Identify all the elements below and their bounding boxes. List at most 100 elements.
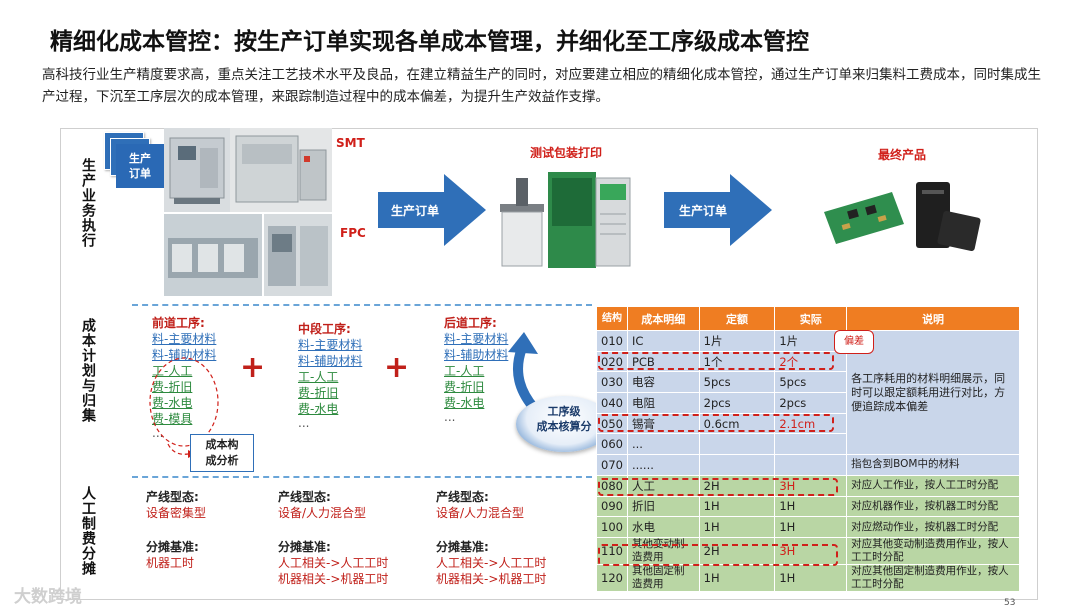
fpc-machine-photo xyxy=(264,214,332,296)
smt-line-photo xyxy=(230,128,332,212)
deviation-highlight-solder xyxy=(598,414,834,432)
column-header-actual: 实际 xyxy=(775,307,847,331)
battery-pack-photo xyxy=(910,174,990,262)
cell-quota: 1片 xyxy=(699,331,775,352)
process-back-item: ... xyxy=(444,410,455,424)
cell-quota: 1H xyxy=(699,517,775,538)
cell-item: ... xyxy=(627,434,699,455)
laser-marking-machine-photo xyxy=(490,158,638,276)
table-row: 070 ...... 指包含到BOM中的材料 xyxy=(597,455,1020,476)
process-front-item: 料-主要材料 xyxy=(152,330,216,347)
cell-item: 水电 xyxy=(627,517,699,538)
column-header-note: 说明 xyxy=(847,307,1020,331)
cell-quota: 1H xyxy=(699,496,775,517)
arrow-2-label: 生产订单 xyxy=(668,202,738,219)
allocation-basis-value: 机器相关->机器工时 xyxy=(436,570,546,587)
deviation-highlight-pcb xyxy=(598,352,834,370)
deviation-highlight-variable-overhead xyxy=(598,544,838,566)
cell-actual: 5pcs xyxy=(775,372,847,393)
labor-type-heading: 产线型态: xyxy=(436,488,489,505)
process-middle-item: 工-人工 xyxy=(298,368,338,385)
process-middle-item: 费-折旧 xyxy=(298,384,338,401)
allocation-basis-value: 机器相关->机器工时 xyxy=(278,570,388,587)
column-header-structure: 结构 xyxy=(597,307,628,331)
process-middle-item: 费-水电 xyxy=(298,400,338,417)
allocation-basis-heading: 分摊基准: xyxy=(146,538,199,555)
process-back-item: 料-辅助材料 xyxy=(444,346,508,363)
process-middle-item: ... xyxy=(298,416,309,430)
cell-code: 100 xyxy=(597,517,628,538)
cell-item: 电阻 xyxy=(627,393,699,414)
cell-code: 090 xyxy=(597,496,628,517)
cell-code: 060 xyxy=(597,434,628,455)
allocation-basis-value: 机器工时 xyxy=(146,554,194,571)
final-product-label: 最终产品 xyxy=(878,146,926,163)
cell-item: 其他固定制造费用 xyxy=(627,564,699,591)
process-middle-title: 中段工序: xyxy=(298,320,351,337)
cell-code: 010 xyxy=(597,331,628,352)
labor-type-value: 设备密集型 xyxy=(146,504,206,521)
cell-actual: 1H xyxy=(775,496,847,517)
deviation-callout: 偏差 xyxy=(834,330,874,354)
row-label-cost-plan: 成本计划与归集 xyxy=(80,318,96,438)
allocation-basis-value: 人工相关->人工工时 xyxy=(436,554,546,571)
row-label-labor-allocation: 人工制费分摊 xyxy=(80,486,96,586)
labor-type-value: 设备/人力混合型 xyxy=(278,504,366,521)
page-subtitle: 高科技行业生产精度要求高，重点关注工艺技术水平及良品，在建立精益生产的同时，对应… xyxy=(42,64,1052,108)
process-back-item: 料-主要材料 xyxy=(444,330,508,347)
divider-top xyxy=(132,304,592,306)
cell-actual xyxy=(775,455,847,476)
cell-code: 070 xyxy=(597,455,628,476)
cell-item: 电容 xyxy=(627,372,699,393)
labor-type-value: 设备/人力混合型 xyxy=(436,504,524,521)
deviation-highlight-labor xyxy=(598,478,838,496)
cell-quota: 1H xyxy=(699,564,775,591)
cell-item: 折旧 xyxy=(627,496,699,517)
cell-note: 指包含到BOM中的材料 xyxy=(847,455,1020,476)
arrow-1-label: 生产订单 xyxy=(380,202,450,219)
smt-machine-photo xyxy=(164,128,230,212)
cell-actual xyxy=(775,434,847,455)
fpc-label: FPC xyxy=(340,226,366,240)
page-number: 53 xyxy=(1004,598,1015,608)
production-order-card: 生产 订单 xyxy=(116,144,164,188)
cell-actual: 2pcs xyxy=(775,393,847,414)
column-header-quota: 定额 xyxy=(699,307,775,331)
cell-code: 040 xyxy=(597,393,628,414)
plus-sign-2: + xyxy=(384,350,409,385)
row-label-production: 生产业务执行 xyxy=(80,158,96,258)
table-row: 090 折旧 1H 1H 对应机器作业，按机器工时分配 xyxy=(597,496,1020,517)
page-title: 精细化成本管控：按生产订单实现各单成本管理，并细化至工序级成本管控 xyxy=(50,22,809,56)
process-cost-engine-label: 工序级 成本核算分 xyxy=(520,404,608,434)
allocation-basis-heading: 分摊基准: xyxy=(436,538,489,555)
column-header-cost-item: 成本明细 xyxy=(627,307,699,331)
divider-bottom xyxy=(132,476,592,478)
allocation-basis-value: 人工相关->人工工时 xyxy=(278,554,388,571)
allocation-basis-heading: 分摊基准: xyxy=(278,538,331,555)
table-row: 100 水电 1H 1H 对应燃动作业，按机器工时分配 xyxy=(597,517,1020,538)
watermark-logo: 大数跨境 xyxy=(14,582,82,607)
cell-quota: 2pcs xyxy=(699,393,775,414)
process-back-item: 费-折旧 xyxy=(444,378,484,395)
process-front-title: 前道工序: xyxy=(152,314,205,331)
cell-code: 030 xyxy=(597,372,628,393)
plus-sign-1: + xyxy=(240,350,265,385)
labor-type-heading: 产线型态: xyxy=(146,488,199,505)
cell-note: 对应机器作业，按机器工时分配 xyxy=(847,496,1020,517)
cell-item: IC xyxy=(627,331,699,352)
table-row: 010 IC 1片 1片 各工序耗用的材料明细展示，同时可以跟定额耗用进行对比，… xyxy=(597,331,1020,352)
table-row: 120 其他固定制造费用 1H 1H 对应其他固定制造费用作业，按人工工时分配 xyxy=(597,564,1020,591)
cell-item: ...... xyxy=(627,455,699,476)
process-back-title: 后道工序: xyxy=(444,314,497,331)
production-order-label: 生产 订单 xyxy=(129,152,151,180)
cell-note: 对应人工作业，按人工工时分配 xyxy=(847,475,1020,496)
cell-note: 对应其他变动制造费用作业，按人工工时分配 xyxy=(847,537,1020,564)
cell-quota: 5pcs xyxy=(699,372,775,393)
fpc-line-photo xyxy=(164,214,262,296)
process-middle-item: 料-辅助材料 xyxy=(298,352,362,369)
cell-quota xyxy=(699,434,775,455)
process-back-item: 工-人工 xyxy=(444,362,484,379)
cost-composition-analysis-box: 成本构 成分析 xyxy=(190,434,254,472)
cell-note: 对应其他固定制造费用作业，按人工工时分配 xyxy=(847,564,1020,591)
